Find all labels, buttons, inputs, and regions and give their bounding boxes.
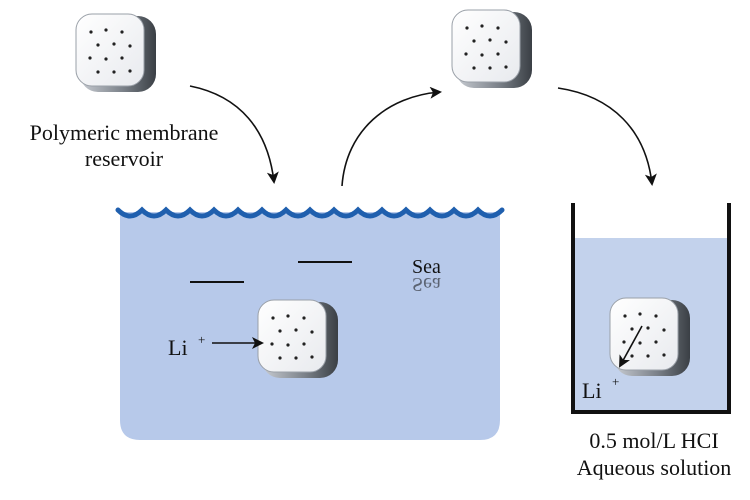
membrane-reservoir-icon	[75, 13, 157, 93]
beaker	[571, 203, 731, 414]
li-ion-label-beaker: Li	[582, 378, 602, 403]
li-ion-label-sea: Li	[168, 335, 188, 360]
curved-arrow-icon	[189, 85, 279, 184]
curved-arrow-icon	[341, 86, 442, 187]
sea-label-reflection: Sea	[412, 273, 441, 295]
wave-icon	[115, 206, 505, 219]
li-ion-charge-sea: +	[198, 332, 205, 347]
curved-arrow-icon	[557, 87, 657, 186]
li-ion-charge-beaker: +	[612, 374, 619, 389]
solution-label-line2: Aqueous solution	[577, 455, 732, 480]
reservoir-label-line1: Polymeric membrane	[30, 120, 219, 145]
li-ion-arrow	[619, 325, 643, 368]
membrane-reservoir-icon	[451, 9, 533, 89]
solution-label-line1: 0.5 mol/L HCI	[589, 428, 718, 453]
membrane-reservoir-icon	[609, 297, 691, 377]
membrane-reservoir-icon	[257, 299, 339, 379]
reservoir-label-line2: reservoir	[85, 146, 164, 171]
sea-label: Sea	[412, 256, 441, 278]
